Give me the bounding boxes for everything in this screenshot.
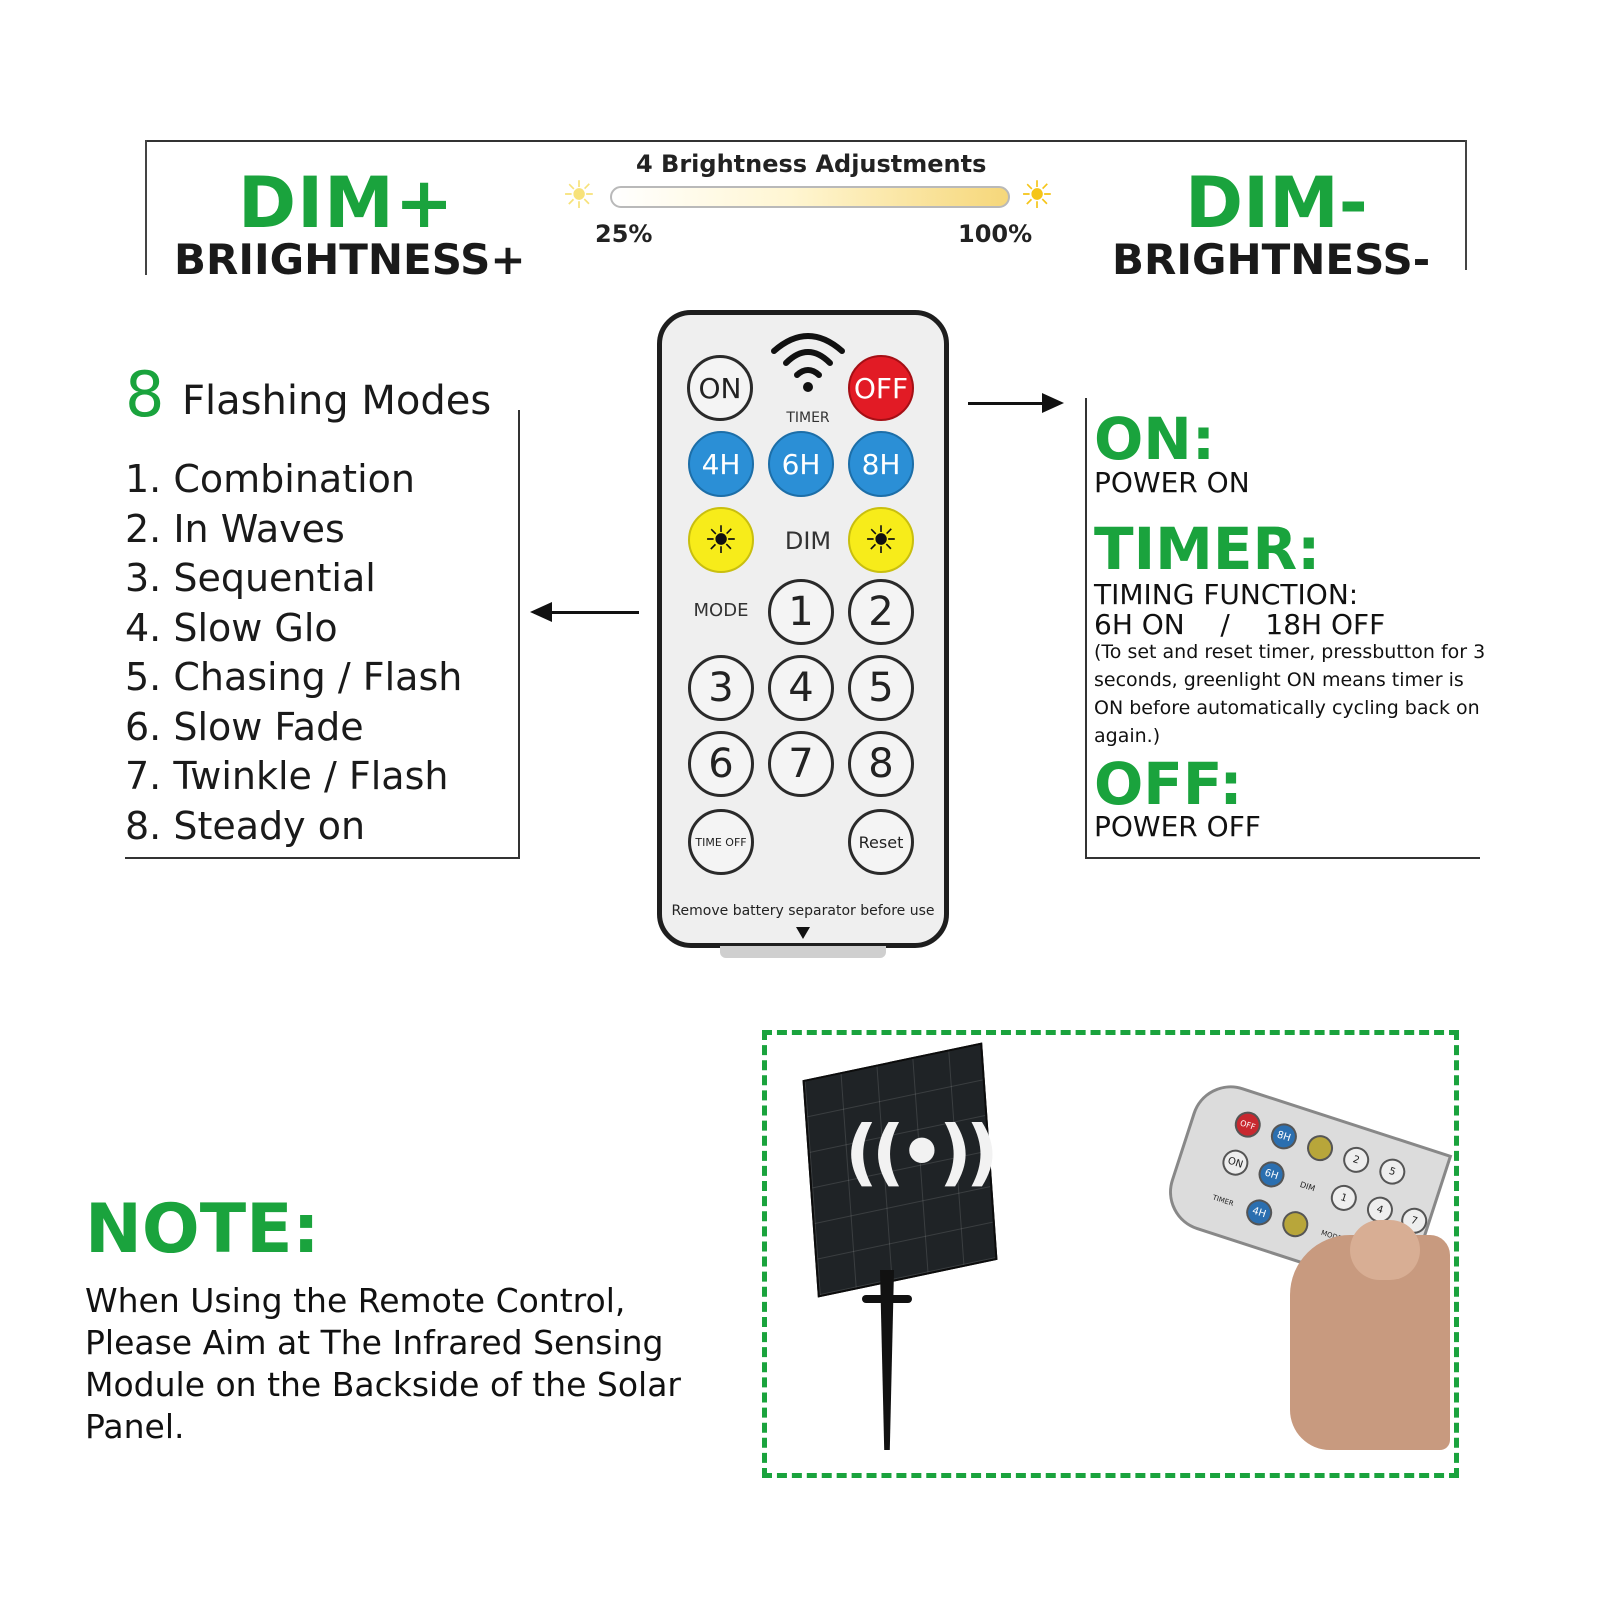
arrow-down-icon [796,927,810,939]
sun-icon: ☀ [703,518,739,562]
timer-schedule: 6H ON / 18H OFF [1094,608,1386,641]
brightness-min-label: 25% [595,220,653,248]
timer-heading: TIMER: [1094,515,1321,583]
modes-count: 8 [125,358,165,431]
sun-icon: ☀ [1020,173,1055,217]
list-item: 7. Twinkle / Flash [125,754,449,798]
mode-7-button[interactable]: 7 [768,731,834,797]
photo-timer-label: TIMER [1211,1193,1235,1208]
banner-right-border [1465,140,1467,270]
list-item: 3. Sequential [125,556,376,600]
timer-6h-button[interactable]: 6H [768,431,834,497]
photo-5-button: 5 [1375,1155,1409,1188]
wifi-signal-icon [771,333,845,392]
modes-title: Flashing Modes [182,378,492,424]
brightness-bar [610,186,1010,208]
timer-8h-button[interactable]: 8H [848,431,914,497]
mode-4-button[interactable]: 4 [768,655,834,721]
battery-separator-note: Remove battery separator before use [671,903,935,919]
photo-8h-button: 8H [1267,1120,1301,1153]
photo-2-button: 2 [1339,1143,1373,1177]
banner-left-border [145,140,147,275]
dim-plus-button[interactable]: ☀ [688,507,754,573]
list-item: 5. Chasing / Flash [125,655,463,699]
off-button[interactable]: OFF [848,355,914,421]
info-border [1085,398,1087,858]
timer-note: (To set and reset timer, pressbutton for… [1094,641,1486,747]
arrow-left-icon [530,602,639,622]
list-item: 6. Slow Fade [125,704,364,749]
photo-6h-button: 6H [1255,1158,1288,1191]
mode-1-button[interactable]: 1 [768,579,834,645]
photo-4h-button: 4H [1242,1196,1276,1229]
modes-border [518,410,520,858]
timer-label: TIMER [786,410,830,426]
photo-off-button: OFF [1231,1108,1265,1142]
on-description: POWER ON [1094,466,1250,499]
note-text: When Using the Remote Control, Please Ai… [85,1281,681,1446]
list-item: 4. Slow Glo [125,605,338,650]
brightness-plus-label: BRIIGHTNESS+ [174,235,526,284]
brightness-minus-label: BRIGHTNESS- [1112,235,1431,284]
mode-6-button[interactable]: 6 [688,731,754,797]
ground-stake [880,1270,894,1450]
off-description: POWER OFF [1094,810,1261,843]
time-off-button[interactable]: TIME OFF [688,809,754,875]
sun-icon: ☀ [562,173,597,217]
photo-on-button: ON [1219,1146,1252,1180]
mode-5-button[interactable]: 5 [848,655,914,721]
remote-control: ON OFF TIMER 4H 6H 8H ☀ DIM ☀ MODE 1 2 3… [657,310,949,948]
signal-waves-icon: ((•)) [845,1110,999,1194]
brightness-max-label: 100% [958,220,1033,248]
mode-2-button[interactable]: 2 [848,579,914,645]
sun-icon: ☀ [863,518,899,562]
timer-description: TIMING FUNCTION: [1094,578,1359,611]
photo-dim-button [1303,1131,1337,1165]
mode-3-button[interactable]: 3 [688,655,754,721]
on-button[interactable]: ON [687,355,753,421]
dim-plus-heading: DIM+ [238,162,455,244]
photo-dim-button [1278,1207,1312,1241]
mode-8-button[interactable]: 8 [848,731,914,797]
reset-button[interactable]: Reset [848,809,914,875]
dim-label: DIM [784,527,832,555]
dim-minus-heading: DIM- [1185,162,1368,244]
photo-1-button: 1 [1327,1181,1361,1215]
modes-border [125,857,520,859]
list-item: 1. Combination [125,457,415,501]
off-heading: OFF: [1094,750,1243,818]
timer-4h-button[interactable]: 4H [688,431,754,497]
dim-minus-button[interactable]: ☀ [848,507,914,573]
thumb-image [1350,1220,1420,1280]
photo-dim-label: DIM [1298,1179,1317,1193]
photo-frame [762,1030,1459,1478]
arrow-right-icon [968,393,1064,413]
modes-list: 1. Combination 2. In Waves 3. Sequential… [125,455,462,851]
battery-tab [720,946,886,958]
banner-top-border [145,140,1467,142]
list-item: 2. In Waves [125,506,345,551]
note-heading: NOTE: [85,1190,320,1269]
info-border [1085,857,1480,859]
brightness-adjust-title: 4 Brightness Adjustments [636,150,987,178]
list-item: 8. Steady on [125,803,366,848]
mode-label: MODE [693,600,749,621]
on-heading: ON: [1094,405,1216,473]
